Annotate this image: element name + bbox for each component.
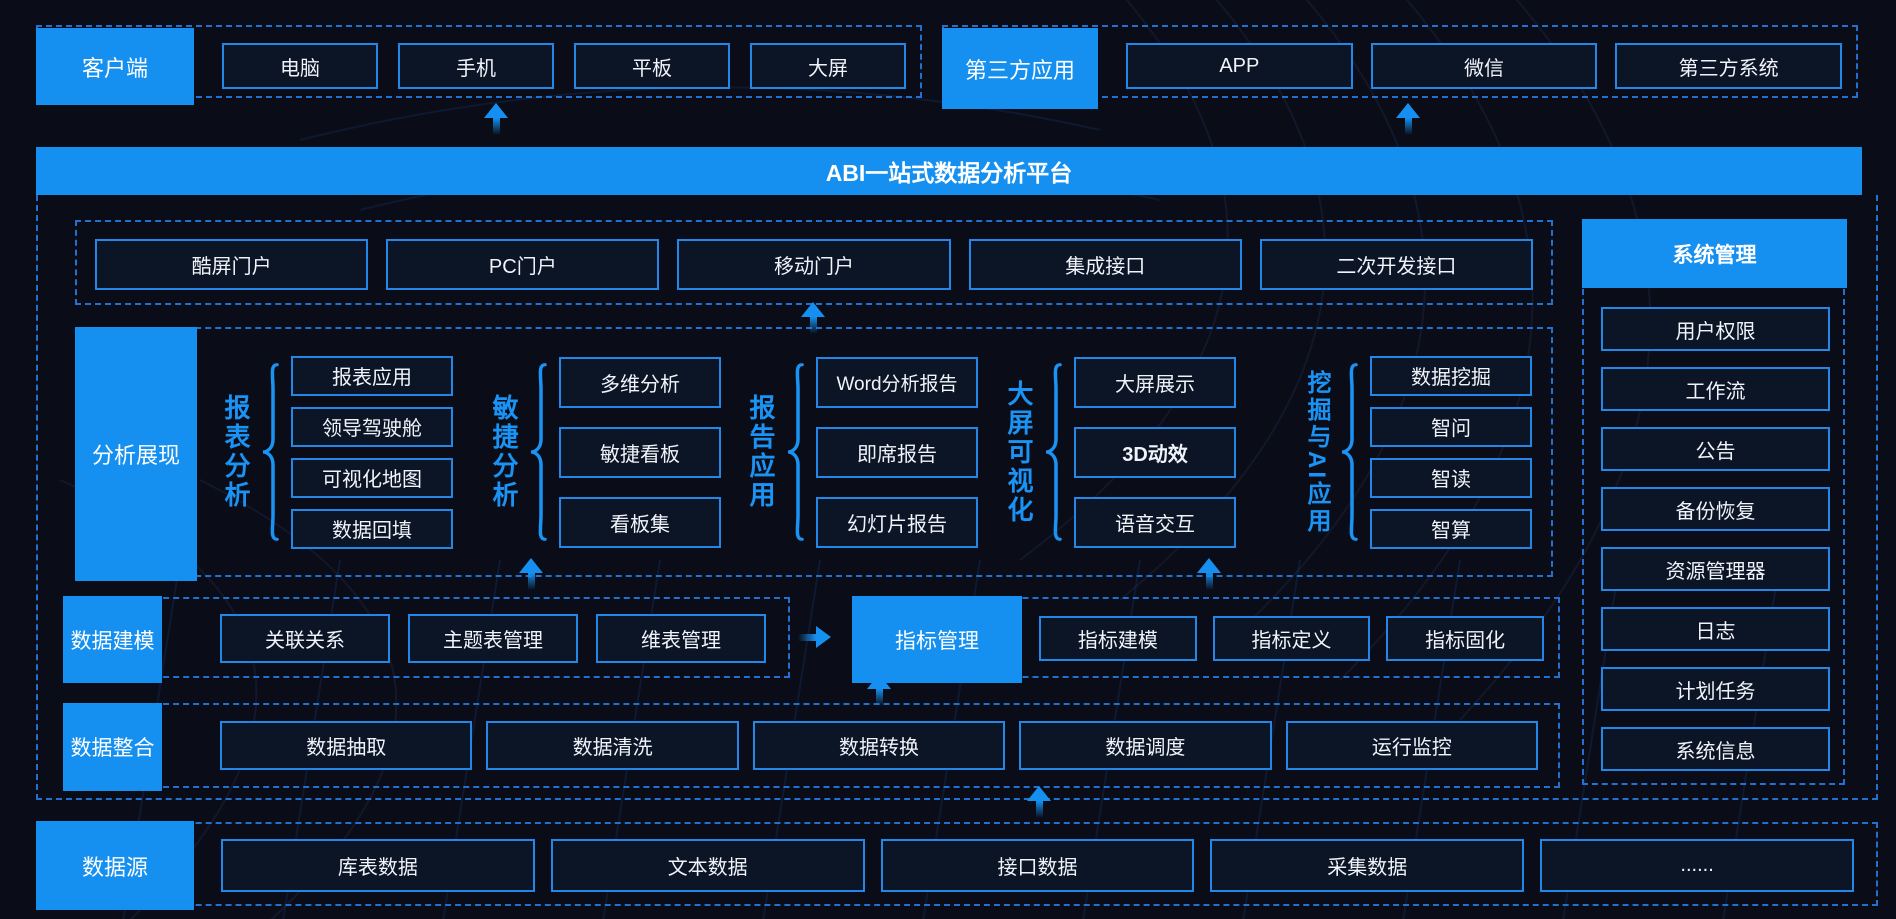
portal-item: 集成接口 <box>968 239 1242 290</box>
portal-row: 酷屏门户 PC门户 移动门户 集成接口 二次开发接口 <box>75 220 1553 305</box>
arrow-up-icon <box>1196 558 1222 590</box>
system-item: 公告 <box>1601 427 1830 471</box>
portal-item: PC门户 <box>386 239 660 290</box>
thirdparty-item: 微信 <box>1370 43 1598 89</box>
integration-item: 数据抽取 <box>220 721 473 770</box>
client-label: 客户端 <box>36 28 194 105</box>
analysis-item: Word分析报告 <box>816 356 978 408</box>
system-item: 计划任务 <box>1601 667 1830 711</box>
brace-icon <box>530 363 547 541</box>
arrow-up-icon <box>1395 103 1421 135</box>
analysis-item: 智读 <box>1370 457 1532 498</box>
analysis-item: 多维分析 <box>559 356 721 408</box>
brace-icon <box>787 363 804 541</box>
analysis-item: 可视化地图 <box>291 457 453 498</box>
analysis-item: 智算 <box>1370 508 1532 549</box>
analysis-item: 幻灯片报告 <box>816 496 978 548</box>
thirdparty-item: 第三方系统 <box>1615 43 1843 89</box>
client-group: 客户端 电脑 手机 平板 大屏 <box>36 25 922 105</box>
datasource-item: 库表数据 <box>221 839 535 892</box>
analysis-group-name: 敏捷分析 <box>489 394 519 510</box>
analysis-group-name: 大屏可视化 <box>1004 379 1034 525</box>
thirdparty-label: 第三方应用 <box>942 28 1098 109</box>
brace-icon <box>262 363 279 541</box>
metric-item: 指标固化 <box>1386 616 1545 661</box>
system-section: 系统管理 用户权限 工作流 公告 备份恢复 资源管理器 日志 计划任务 系统信息 <box>1582 219 1847 785</box>
system-item: 用户权限 <box>1601 307 1830 351</box>
arrow-right-icon <box>798 626 831 648</box>
modeling-item: 维表管理 <box>596 614 766 663</box>
portal-item: 移动门户 <box>677 239 951 290</box>
thirdparty-group: 第三方应用 APP 微信 第三方系统 <box>942 25 1858 109</box>
modeling-item: 关联关系 <box>220 614 390 663</box>
modeling-section: 数据建模 关联关系 主题表管理 维表管理 <box>63 596 790 683</box>
system-item: 资源管理器 <box>1601 547 1830 591</box>
modeling-label: 数据建模 <box>63 596 162 683</box>
datasource-item: ...... <box>1540 839 1854 892</box>
analysis-item: 数据挖掘 <box>1370 355 1532 396</box>
datasource-item: 采集数据 <box>1210 839 1525 892</box>
brace-icon <box>1341 363 1358 541</box>
portal-item: 酷屏门户 <box>95 239 369 290</box>
system-item: 备份恢复 <box>1601 487 1830 531</box>
integration-item: 数据清洗 <box>486 721 739 770</box>
metric-item: 指标建模 <box>1039 616 1197 661</box>
analysis-group-name: 挖掘与AI应用 <box>1303 369 1330 535</box>
analysis-item: 即席报告 <box>816 426 978 478</box>
datasource-section: 数据源 库表数据 文本数据 接口数据 采集数据 ...... <box>36 821 1878 910</box>
client-item: 平板 <box>574 43 730 89</box>
client-item: 电脑 <box>222 43 378 89</box>
client-item: 手机 <box>398 43 554 89</box>
integration-item: 数据调度 <box>1019 721 1272 770</box>
modeling-item: 主题表管理 <box>408 614 578 663</box>
analysis-item: 大屏展示 <box>1074 356 1236 408</box>
datasource-label: 数据源 <box>36 821 194 910</box>
client-item: 大屏 <box>750 43 906 89</box>
datasource-item: 接口数据 <box>880 839 1195 892</box>
arrow-up-icon <box>866 674 892 706</box>
analysis-group: 挖掘与AI应用 数据挖掘 智问 智读 智算 <box>1303 329 1532 575</box>
analysis-label: 分析展现 <box>75 327 197 581</box>
analysis-group: 大屏可视化 大屏展示 3D动效 语音交互 <box>1004 329 1236 575</box>
brace-icon <box>1045 363 1062 541</box>
analysis-item: 领导驾驶舱 <box>291 406 453 447</box>
system-item: 日志 <box>1601 607 1830 651</box>
analysis-item: 看板集 <box>559 496 721 548</box>
arrow-up-icon <box>1026 786 1052 818</box>
metric-section: 指标管理 指标建模 指标定义 指标固化 <box>852 596 1560 683</box>
analysis-section: 分析展现 报表分析 报表应用 领导驾驶舱 可视化地图 数据回填 敏捷分析 多维分… <box>75 327 1553 581</box>
arrow-up-icon <box>518 558 544 590</box>
metric-item: 指标定义 <box>1212 616 1371 661</box>
analysis-item: 智问 <box>1370 406 1532 447</box>
metric-label: 指标管理 <box>852 596 1022 683</box>
platform-container <box>36 195 1878 800</box>
analysis-group-name: 报表分析 <box>221 394 251 510</box>
integration-item: 运行监控 <box>1285 721 1539 770</box>
thirdparty-item: APP <box>1126 43 1353 89</box>
analysis-group: 报告应用 Word分析报告 即席报告 幻灯片报告 <box>746 329 978 575</box>
integration-label: 数据整合 <box>63 703 162 791</box>
integration-item: 数据转换 <box>752 721 1006 770</box>
arrow-up-icon <box>483 103 509 135</box>
portal-item: 二次开发接口 <box>1259 239 1534 290</box>
arrow-up-icon <box>800 302 826 334</box>
integration-section: 数据整合 数据抽取 数据清洗 数据转换 数据调度 运行监控 <box>63 703 1560 791</box>
analysis-item: 敏捷看板 <box>559 426 721 478</box>
platform-banner-title: ABI一站式数据分析平台 <box>36 147 1862 195</box>
analysis-group-name: 报告应用 <box>746 394 776 510</box>
analysis-item: 数据回填 <box>291 508 453 549</box>
system-header: 系统管理 <box>1582 219 1847 288</box>
datasource-item: 文本数据 <box>550 839 865 892</box>
analysis-group: 报表分析 报表应用 领导驾驶舱 可视化地图 数据回填 <box>221 329 453 575</box>
analysis-item: 报表应用 <box>291 355 453 396</box>
analysis-item: 3D动效 <box>1074 426 1236 478</box>
system-item: 工作流 <box>1601 367 1830 411</box>
analysis-group: 敏捷分析 多维分析 敏捷看板 看板集 <box>489 329 721 575</box>
system-item: 系统信息 <box>1601 727 1830 771</box>
analysis-item: 语音交互 <box>1074 496 1236 548</box>
